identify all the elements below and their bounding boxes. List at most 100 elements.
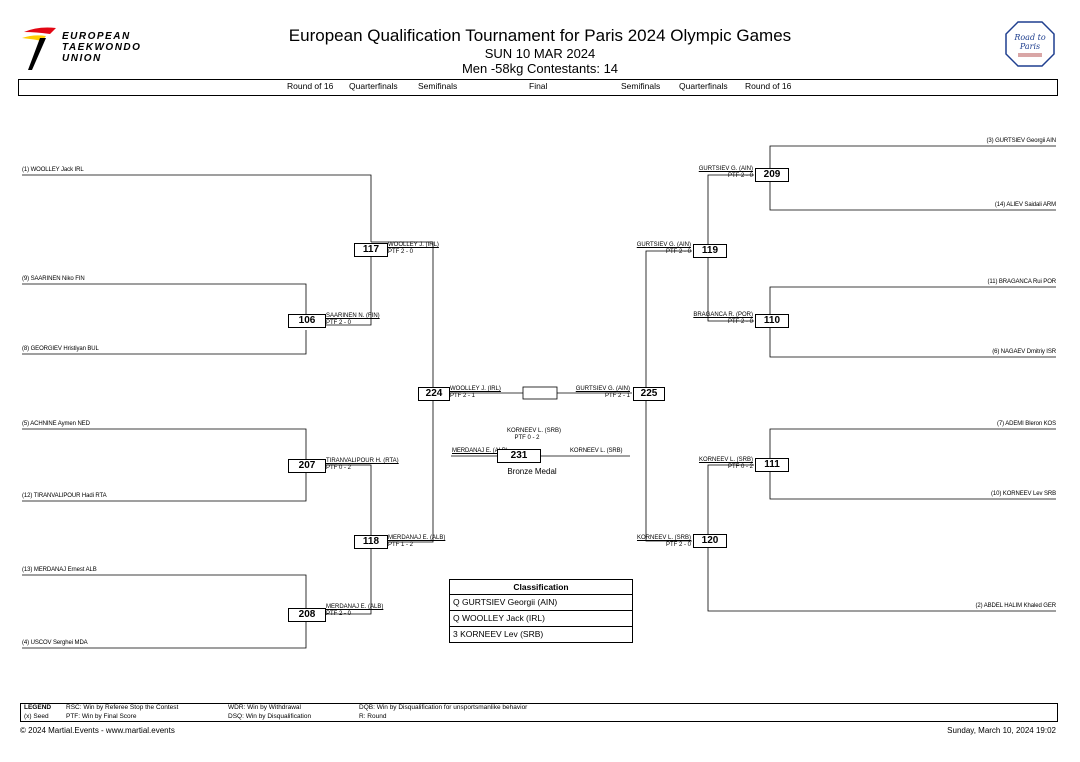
- round-label-right-r16: Round of 16: [745, 81, 792, 91]
- badge-text: Road to Paris: [1014, 33, 1046, 51]
- match-result-207: TIRANVALIPOUR H. (RTA) PTF 0 - 2: [326, 458, 399, 472]
- athlete-right: (7) ADEMI Bleron KOS: [996, 421, 1056, 427]
- match-winner: SAARINEN N. (FIN): [326, 313, 380, 319]
- athlete-right: (10) KORNEEV Lev SRB: [990, 491, 1056, 497]
- classification-row: 3 KORNEEV Lev (SRB): [450, 626, 632, 642]
- classification-title: Classification: [513, 582, 569, 592]
- athlete-right: (14) ALIEV Saidali ARM: [994, 202, 1056, 208]
- legend-box: [20, 703, 1058, 722]
- match-winner: GURTSIEV G. (AIN): [636, 242, 691, 248]
- classification-row: Q WOOLLEY Jack (IRL): [450, 610, 632, 626]
- bronze-medal-label: Bronze Medal: [507, 467, 557, 476]
- match-box-209: 209: [755, 168, 789, 182]
- match-result-209: GURTSIEV G. (AIN) PTF 2 - 0: [699, 166, 753, 180]
- match-winner: MERDANAJ E. (ALB): [388, 535, 446, 541]
- round-label-right-qf: Quarterfinals: [679, 81, 728, 91]
- round-label-left-sf: Semifinals: [418, 81, 458, 91]
- org-name-line3: UNION: [62, 53, 102, 64]
- legend-dsq: DSQ: Win by Disqualification: [228, 713, 312, 720]
- match-box-231: 231: [497, 449, 541, 463]
- legend-dqb: DQB: Win by Disqualification for unsport…: [359, 704, 528, 711]
- match-result-111: KORNEEV L. (SRB) PTF 0 - 2: [699, 457, 753, 471]
- match-result-117: WOOLLEY J. (IRL) PTF 2 - 0: [388, 242, 439, 256]
- match-winner: TIRANVALIPOUR H. (RTA): [326, 458, 399, 464]
- athlete-left: (4) USCOV Serghei MDA: [22, 640, 88, 646]
- athlete-left: (5) ACHNINE Aymen NED: [22, 421, 90, 427]
- legend-round: R: Round: [359, 713, 387, 720]
- round-header-bar: [18, 79, 1058, 96]
- match-score: PTF 2 - 0: [727, 173, 753, 179]
- legend-seed: (x) Seed: [24, 713, 49, 720]
- match-score: PTF 1 - 2: [388, 542, 414, 548]
- event-date: SUN 10 MAR 2024: [484, 46, 596, 61]
- road-to-paris-badge: Road to Paris: [1004, 20, 1056, 68]
- match-winner: WOOLLEY J. (IRL): [450, 386, 501, 392]
- match-winner: BRAGANCA R. (POR): [693, 312, 753, 318]
- match-box-111: 111: [755, 458, 789, 472]
- match-box-225: 225: [633, 387, 665, 401]
- match-winner: KORNEEV L. (SRB): [698, 457, 753, 463]
- match-score: PTF 2 - 0: [665, 249, 691, 255]
- athlete-left: (8) GEORGIEV Hristiyan BUL: [22, 346, 99, 352]
- match-result-120: KORNEEV L. (SRB) PTF 2 - 0: [637, 535, 691, 549]
- match-score: PTF 0 - 2: [326, 465, 352, 471]
- athlete-right: (2) ABDEL HALIM Khaled GER: [975, 603, 1056, 609]
- legend-wdr: WDR: Win by Withdrawal: [228, 704, 301, 711]
- match-box-118: 118: [354, 535, 388, 549]
- match-result-119: GURTSIEV G. (AIN) PTF 2 - 0: [637, 242, 691, 256]
- match-winner: MERDANAJ E. (ALB): [326, 604, 384, 610]
- match-score: PTF 2 - 1: [604, 393, 630, 399]
- match-winner: WOOLLEY J. (IRL): [388, 242, 439, 248]
- athlete-left: (12) TIRANVALIPOUR Hadi RTA: [22, 493, 107, 499]
- bronze-result: KORNEEV L. (SRB) PTF 0 - 2: [507, 428, 562, 442]
- match-score: PTF 2 - 0: [388, 249, 414, 255]
- athlete-right: (11) BRAGANCA Rui POR: [987, 279, 1057, 285]
- match-result-208: MERDANAJ E. (ALB) PTF 2 - 0: [326, 604, 383, 618]
- match-box-208: 208: [288, 608, 326, 622]
- match-score: PTF 2 - 0: [665, 542, 691, 548]
- athlete-right: (6) NAGAEV Dmitriy ISR: [992, 349, 1056, 355]
- match-result-118: MERDANAJ E. (ALB) PTF 1 - 2: [388, 535, 445, 549]
- athlete-left: (9) SAARINEN Niko FIN: [22, 276, 85, 282]
- match-winner: KORNEEV L. (SRB): [507, 428, 562, 434]
- match-score: PTF 2 - 0: [326, 611, 352, 617]
- match-score: PTF 2 - 1: [450, 393, 476, 399]
- match-box-106: 106: [288, 314, 326, 328]
- legend-rsc: RSC: Win by Referee Stop the Contest: [66, 704, 179, 711]
- match-box-120: 120: [693, 534, 727, 548]
- page-title: European Qualification Tournament for Pa…: [288, 26, 792, 45]
- legend-title: LEGEND: [24, 704, 52, 711]
- eutf-logo-icon: [22, 27, 56, 70]
- match-box-207: 207: [288, 459, 326, 473]
- round-label-left-qf: Quarterfinals: [349, 81, 398, 91]
- match-score: PTF 2 - 0: [326, 320, 352, 326]
- org-name-line1: EUROPEAN: [62, 31, 131, 42]
- final-result-box: [522, 386, 558, 400]
- match-result-106: SAARINEN N. (FIN) PTF 2 - 0: [326, 313, 380, 327]
- bronze-left-athlete: MERDANAJ E. (ALB): [452, 448, 508, 454]
- match-score: PTF 0 - 2: [514, 435, 540, 441]
- bronze-right-athlete: KORNEEV L. (SRB): [570, 448, 623, 454]
- match-box-110: 110: [755, 314, 789, 328]
- event-category: Men -58kg Contestants: 14: [461, 61, 619, 76]
- classification-row: Q GURTSIEV Georgii (AIN): [450, 594, 632, 610]
- athlete-left: (1) WOOLLEY Jack IRL: [22, 167, 84, 173]
- match-score: PTF 2 - 0: [727, 319, 753, 325]
- match-result-224: WOOLLEY J. (IRL) PTF 2 - 1: [450, 386, 501, 400]
- classification-table: Classification Q GURTSIEV Georgii (AIN) …: [449, 579, 633, 643]
- footer-timestamp: Sunday, March 10, 2024 19:02: [947, 726, 1056, 735]
- match-box-224: 224: [418, 387, 450, 401]
- match-box-117: 117: [354, 243, 388, 257]
- match-winner: KORNEEV L. (SRB): [636, 535, 691, 541]
- match-result-110: BRAGANCA R. (POR) PTF 2 - 0: [693, 312, 753, 326]
- round-label-left-r16: Round of 16: [287, 81, 334, 91]
- match-winner: GURTSIEV G. (AIN): [575, 386, 630, 392]
- legend-ptf: PTF: Win by Final Score: [66, 713, 137, 720]
- round-label-right-sf: Semifinals: [621, 81, 661, 91]
- match-score: PTF 0 - 2: [727, 464, 753, 470]
- match-winner: GURTSIEV G. (AIN): [698, 166, 753, 172]
- athlete-left: (13) MERDANAJ Ernest ALB: [22, 567, 97, 573]
- athlete-right: (3) GURTSIEV Georgii AIN: [986, 138, 1056, 144]
- round-label-final: Final: [529, 81, 548, 91]
